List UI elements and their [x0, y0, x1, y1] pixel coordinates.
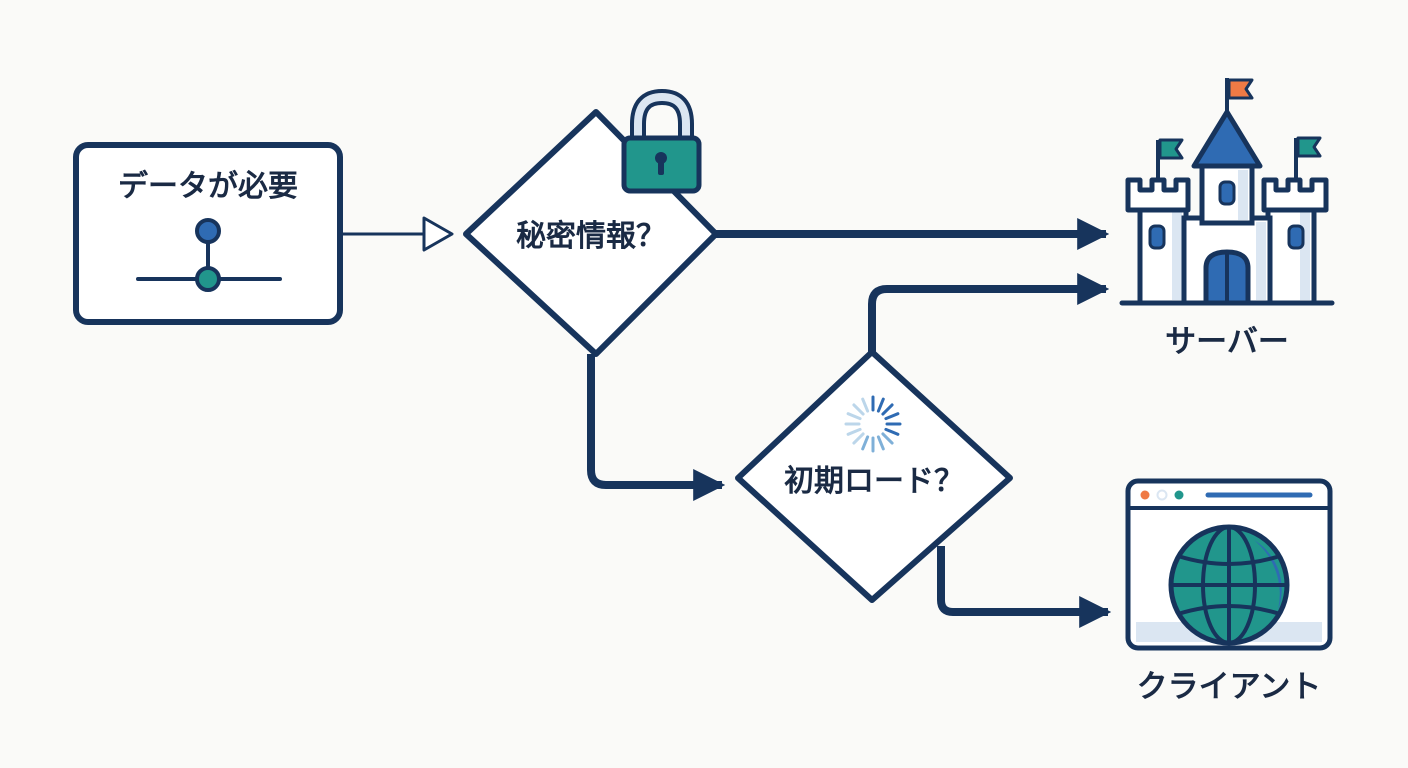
decision-initial-label: 初期ロード？	[784, 464, 964, 499]
spinner-tick	[852, 432, 865, 445]
connector-initial-to-server	[868, 273, 1110, 352]
spinner-tick	[884, 427, 900, 436]
node-link-icon	[136, 218, 282, 292]
spinner-tick	[846, 412, 862, 421]
browser-globe-icon	[1125, 478, 1333, 651]
spinner-tick	[852, 403, 865, 416]
spinner-tick	[876, 435, 885, 451]
spinner-tick	[861, 435, 870, 451]
client-node: クライアント	[1125, 478, 1333, 705]
padlock-icon	[621, 88, 702, 194]
spinner-tick	[846, 427, 862, 436]
spinner-tick	[861, 397, 870, 413]
connector-secret-to-initial	[587, 354, 726, 501]
spinner-tick	[876, 397, 885, 413]
loading-spinner-icon	[844, 395, 902, 453]
castle-icon	[1119, 78, 1335, 306]
connector-start-to-secret	[343, 216, 454, 252]
server-label: サーバー	[1165, 324, 1289, 360]
server-node: サーバー	[1119, 78, 1335, 360]
spinner-tick	[881, 432, 894, 445]
client-label: クライアント	[1137, 669, 1322, 705]
spinner-tick	[884, 412, 900, 421]
start-label: データが必要	[118, 169, 298, 204]
decision-secret-label: 秘密情報？	[516, 219, 666, 254]
start-node: データが必要	[73, 142, 343, 325]
decision-initial: 初期ロード？	[735, 349, 1013, 603]
connector-initial-to-client	[937, 546, 1112, 628]
spinner-tick	[881, 403, 894, 416]
